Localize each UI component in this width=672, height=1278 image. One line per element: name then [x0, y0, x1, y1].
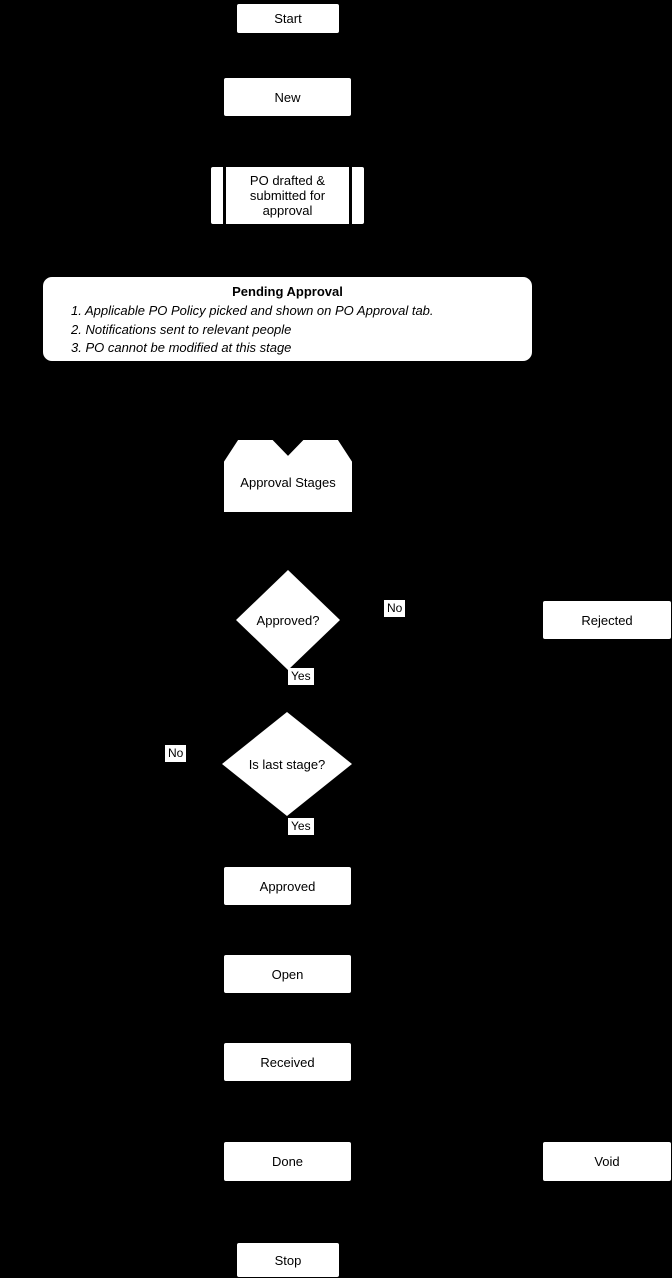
node-void: Void — [542, 1141, 672, 1182]
pending-approval-item: 3. PO cannot be modified at this stage — [71, 340, 292, 355]
node-void-label: Void — [594, 1154, 620, 1169]
node-done: Done — [223, 1141, 352, 1182]
node-rejected: Rejected — [542, 600, 672, 640]
node-new: New — [223, 77, 352, 117]
node-approval-stages: Approval Stages — [224, 440, 352, 512]
node-received-label: Received — [260, 1054, 315, 1070]
node-po-drafted: PO drafted & submitted for approval — [210, 166, 365, 225]
node-approved: Approved — [223, 866, 352, 906]
node-po-drafted-label: PO drafted & submitted for approval — [249, 173, 326, 218]
node-approved-label: Approved — [259, 878, 316, 894]
edge-label-approved-no: No — [384, 600, 406, 617]
node-open: Open — [223, 954, 352, 994]
node-open-label: Open — [271, 966, 304, 982]
node-new-label: New — [274, 89, 301, 105]
decision-is-last-stage: Is last stage? — [222, 712, 352, 816]
decision-approved-label: Approved? — [256, 612, 320, 628]
predefined-process-bar-left — [223, 167, 226, 224]
pending-approval-item: 2. Notifications sent to relevant people — [71, 321, 292, 337]
node-start: Start — [236, 3, 340, 34]
predefined-process-bar-right — [349, 167, 352, 224]
node-stop-label: Stop — [274, 1252, 302, 1268]
edge-label-approved-yes: Yes — [288, 668, 314, 685]
decision-approved: Approved? — [236, 570, 340, 670]
node-start-label: Start — [274, 11, 302, 26]
node-done-label: Done — [271, 1154, 304, 1169]
node-stop: Stop — [236, 1242, 340, 1278]
edge-label-last-stage-no: No — [165, 745, 187, 762]
node-received: Received — [223, 1042, 352, 1082]
edge-label-last-stage-yes: Yes — [288, 818, 314, 835]
node-pending-approval: Pending Approval 1. Applicable PO Policy… — [42, 276, 533, 362]
node-rejected-label: Rejected — [581, 612, 633, 628]
pending-approval-item: 1. Applicable PO Policy picked and shown… — [71, 303, 434, 318]
pending-approval-title: Pending Approval — [232, 284, 343, 299]
node-approval-stages-label: Approval Stages — [240, 474, 336, 490]
decision-is-last-stage-label: Is last stage? — [248, 756, 326, 772]
